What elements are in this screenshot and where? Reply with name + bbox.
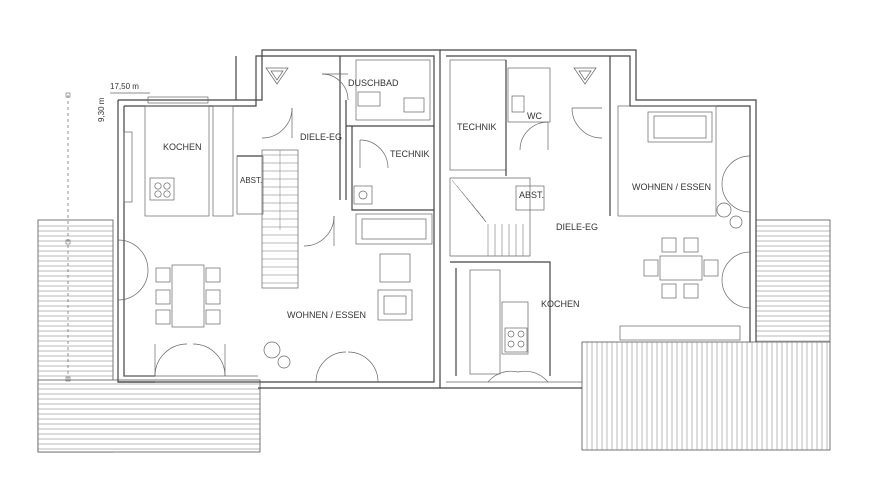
right-unit: TECHNIK WC ABST. DIELE-EG WOHNEN / ESSEN… [440, 49, 757, 389]
left-unit: KOCHEN ABST. DIELE-EG DUSCHBAD TECHNIK W… [117, 49, 441, 389]
room-label-kitchen-right: KOCHEN [541, 299, 580, 309]
room-label-hall-left: DIELE-EG [300, 132, 342, 142]
width-dimension-label: 17,50 m [110, 82, 139, 91]
stairs-right [449, 177, 531, 257]
terrace-right [581, 219, 831, 451]
room-label-storage-right: ABST. [519, 190, 544, 200]
depth-dimension-label: 9,30 m [97, 97, 106, 122]
room-label-wc-right: WC [527, 111, 542, 121]
room-label-shower-left: DUSCHBAD [348, 78, 399, 88]
stairs-left [261, 149, 299, 289]
terrace-left [37, 219, 261, 453]
room-label-storage-left: ABST. [240, 176, 262, 185]
room-label-living-left: WOHNEN / ESSEN [287, 310, 366, 320]
dimension-lines: 17,50 m 9,30 m [65, 82, 150, 382]
room-label-living-right: WOHNEN / ESSEN [632, 182, 711, 192]
room-label-utility-left: TECHNIK [390, 149, 430, 159]
room-label-kitchen-left: KOCHEN [163, 142, 202, 152]
room-label-utility-right: TECHNIK [457, 122, 497, 132]
room-label-hall-right: DIELE-EG [556, 222, 598, 232]
